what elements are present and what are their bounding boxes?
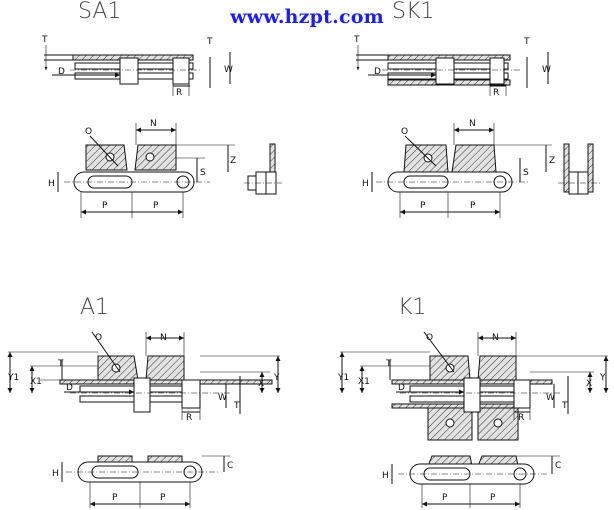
sa1-label-o: O bbox=[85, 127, 92, 137]
a1-label-r: R bbox=[186, 413, 192, 423]
a1-label-n: N bbox=[160, 333, 167, 343]
sk1-label-r: R bbox=[493, 88, 499, 98]
sk1-label-t2: T bbox=[523, 37, 530, 47]
k1-label-t2: T bbox=[561, 401, 568, 411]
sk1-label-o: O bbox=[401, 127, 408, 137]
k1-side-view bbox=[339, 331, 609, 441]
k1-label-x1: X1 bbox=[358, 377, 370, 387]
sk1-label-n: N bbox=[469, 119, 476, 129]
sk1-label-h: H bbox=[362, 179, 369, 189]
sa1-label-t: T bbox=[41, 35, 48, 45]
k1-label-o: O bbox=[426, 333, 433, 343]
a1-group: A1 bbox=[7, 295, 281, 508]
k1-label-h: H bbox=[382, 471, 389, 481]
a1-label-p1: P bbox=[112, 493, 118, 503]
sa1-label-t2: T bbox=[206, 37, 213, 47]
a1-label-o: O bbox=[95, 333, 102, 343]
sa1-label-p1: P bbox=[102, 201, 108, 211]
k1-label-c: C bbox=[555, 461, 561, 471]
sk1-front-view bbox=[371, 123, 552, 218]
k1-label-y: Y bbox=[599, 373, 606, 383]
k1-label-p1: P bbox=[442, 493, 448, 503]
a1-front-view bbox=[61, 455, 230, 508]
k1-group: K1 bbox=[337, 295, 609, 508]
k1-label-y1: Y1 bbox=[337, 373, 349, 383]
k1-label-r: R bbox=[518, 413, 524, 423]
sa1-label-s: S bbox=[200, 168, 206, 178]
k1-label-d: D bbox=[398, 383, 405, 393]
sa1-group: SA1 T D T W R bbox=[41, 0, 282, 218]
sa1-title: SA1 bbox=[78, 0, 121, 24]
a1-label-y: Y bbox=[273, 373, 280, 383]
a1-side-view bbox=[7, 331, 281, 420]
k1-label-w: W bbox=[546, 393, 555, 403]
k1-label-t: T bbox=[385, 359, 392, 369]
sk1-label-p1: P bbox=[420, 201, 426, 211]
a1-label-w: W bbox=[218, 393, 227, 403]
sa1-label-d: D bbox=[58, 67, 65, 77]
k1-front-view bbox=[391, 455, 560, 508]
sa1-label-r: R bbox=[176, 88, 182, 98]
sk1-side-view bbox=[356, 45, 549, 96]
a1-title: A1 bbox=[80, 295, 109, 320]
sa1-side-view bbox=[44, 45, 231, 96]
a1-label-t2: T bbox=[233, 401, 240, 411]
a1-label-x1: X1 bbox=[30, 377, 42, 387]
sk1-label-t: T bbox=[353, 35, 360, 45]
k1-label-x: X bbox=[586, 379, 592, 389]
website-url: www.hzpt.com bbox=[230, 6, 384, 28]
sa1-label-z: Z bbox=[230, 156, 236, 166]
sk1-title: SK1 bbox=[392, 0, 434, 24]
sa1-label-p2: P bbox=[153, 201, 159, 211]
sk1-end-view bbox=[558, 143, 600, 195]
sa1-label-w: W bbox=[224, 65, 233, 75]
sa1-front-view bbox=[57, 123, 235, 218]
a1-label-t: T bbox=[57, 359, 64, 369]
a1-label-d: D bbox=[66, 383, 73, 393]
a1-label-x: X bbox=[258, 379, 264, 389]
sk1-label-p2: P bbox=[470, 201, 476, 211]
k1-label-p2: P bbox=[490, 493, 496, 503]
a1-label-h: H bbox=[52, 469, 59, 479]
sa1-label-h: H bbox=[48, 179, 55, 189]
a1-label-c: C bbox=[227, 461, 233, 471]
sk1-label-z: Z bbox=[549, 156, 555, 166]
k1-label-n: N bbox=[492, 333, 499, 343]
sk1-label-s: S bbox=[523, 168, 529, 178]
sk1-label-d: D bbox=[374, 67, 381, 77]
sk1-group: SK1 T D T W bbox=[353, 0, 600, 218]
a1-label-y1: Y1 bbox=[7, 373, 19, 383]
sa1-end-view bbox=[244, 143, 282, 195]
sk1-label-w: W bbox=[542, 65, 551, 75]
k1-title: K1 bbox=[398, 295, 426, 320]
sa1-label-n: N bbox=[150, 119, 157, 129]
a1-label-p2: P bbox=[160, 493, 166, 503]
